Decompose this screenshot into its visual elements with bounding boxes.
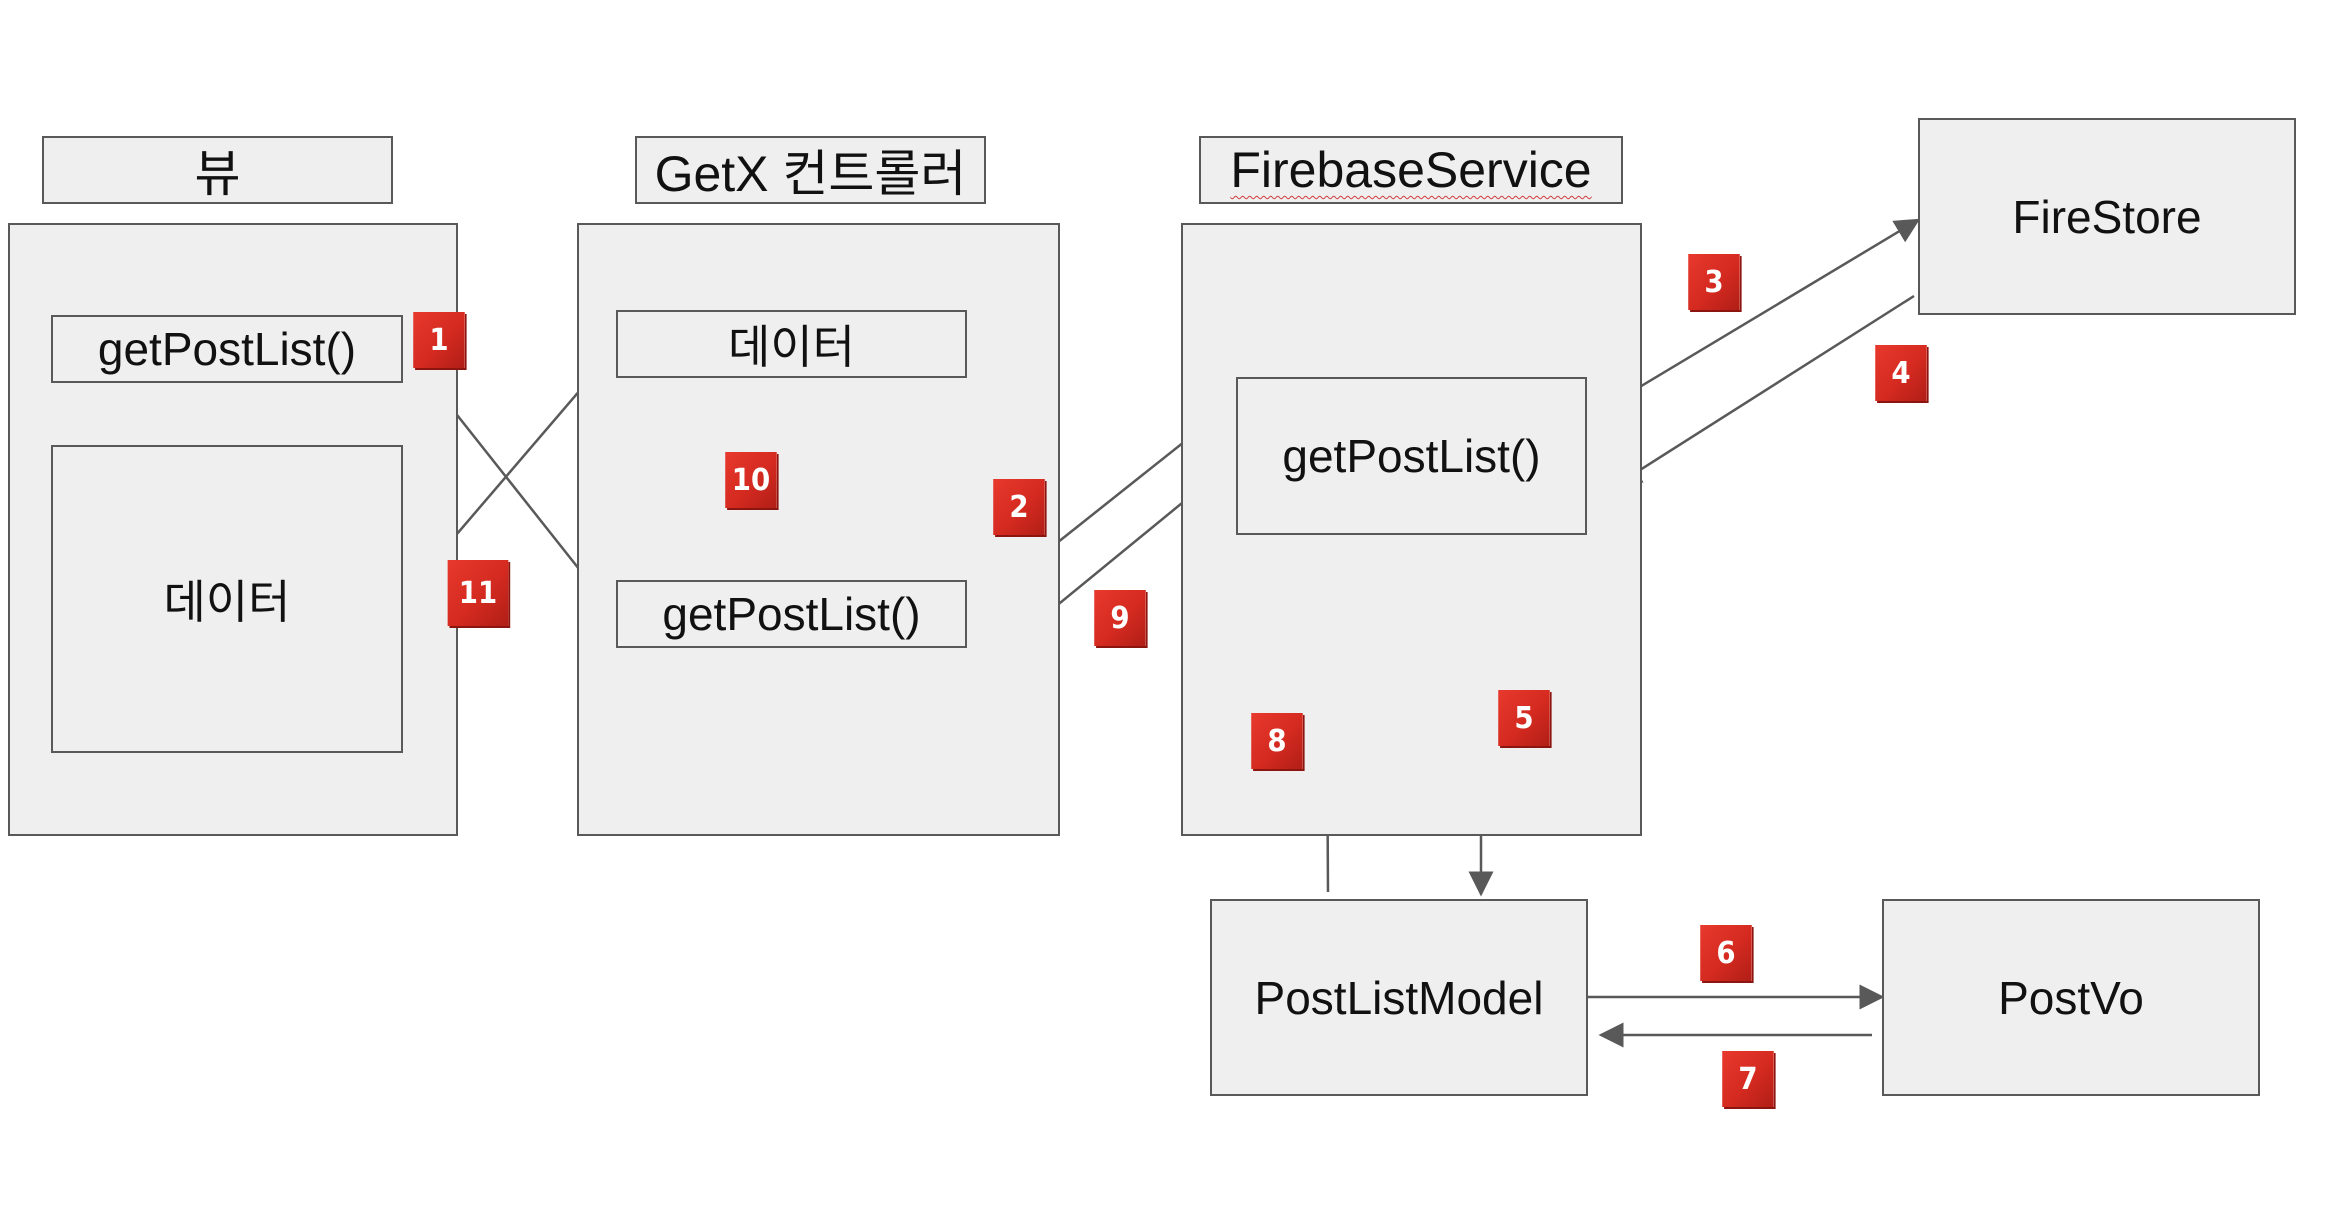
controller-get-post-list-text: getPostList(): [662, 588, 921, 640]
arrow-step-3: [1602, 218, 1921, 411]
controller-data-text: 데이터: [728, 321, 855, 373]
step-badge-6: 6: [1700, 925, 1752, 981]
step-badge-11: 11: [447, 560, 509, 626]
step-badge-8: 8: [1251, 713, 1303, 769]
controller-header: GetX 컨트롤러: [635, 136, 986, 204]
post-list-model-text: PostListModel: [1254, 971, 1544, 1024]
view-data-text: 데이터: [163, 576, 291, 628]
service-header-text: FirebaseService: [1230, 142, 1592, 198]
controller-data-box: 데이터: [616, 310, 967, 378]
service-get-post-list-box: getPostList(): [1236, 377, 1587, 535]
firestore-text: FireStore: [2012, 190, 2202, 243]
arrow-step-4: [1615, 294, 1915, 486]
post-vo-box: PostVo: [1882, 899, 2260, 1096]
step-badge-2: 2: [993, 479, 1045, 535]
view-get-post-list-box: getPostList(): [51, 315, 403, 383]
step-badge-7: 7: [1722, 1051, 1774, 1107]
post-list-model-box: PostListModel: [1210, 899, 1588, 1096]
step-badge-10: 10: [725, 452, 777, 508]
post-vo-text: PostVo: [1998, 971, 2144, 1024]
controller-header-text: GetX 컨트롤러: [654, 146, 967, 202]
service-header: FirebaseService: [1199, 136, 1623, 204]
view-header: 뷰: [42, 136, 393, 204]
controller-get-post-list-box: getPostList(): [616, 580, 967, 648]
step-badge-9: 9: [1094, 590, 1146, 646]
view-get-post-list-text: getPostList(): [97, 323, 357, 375]
view-data-box: 데이터: [51, 445, 403, 753]
step-badge-4: 4: [1875, 345, 1927, 401]
step-badge-3: 3: [1688, 254, 1740, 310]
service-get-post-list-text: getPostList(): [1282, 430, 1541, 482]
step-badge-5: 5: [1498, 690, 1550, 746]
firestore-box: FireStore: [1918, 118, 2296, 315]
view-header-text: 뷰: [194, 146, 241, 202]
step-badge-1: 1: [413, 312, 465, 368]
